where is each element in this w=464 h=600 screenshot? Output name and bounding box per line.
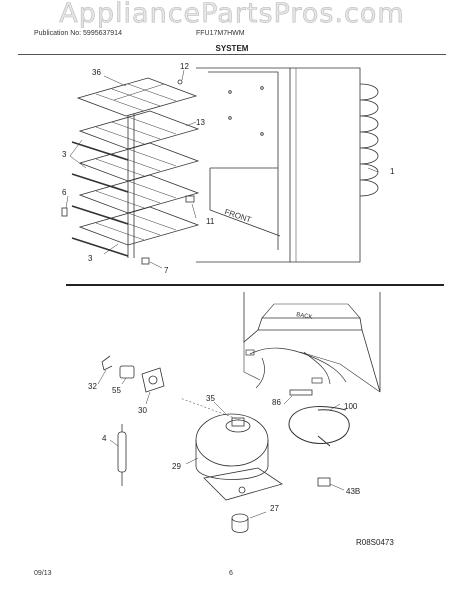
footer-date: 09/13 bbox=[34, 570, 52, 577]
front-label: FRONT bbox=[223, 207, 252, 224]
callout-4: 4 bbox=[102, 434, 107, 443]
back-label: BACK bbox=[296, 312, 313, 321]
compressor bbox=[179, 397, 283, 501]
callout-12: 12 bbox=[180, 62, 189, 71]
callout-3-upper: 3 bbox=[62, 150, 67, 159]
drier-part-4 bbox=[117, 424, 127, 486]
section-title: SYSTEM bbox=[215, 44, 249, 53]
callout-30: 30 bbox=[138, 406, 147, 415]
callout-11: 11 bbox=[206, 217, 215, 226]
leader-lines bbox=[65, 69, 379, 519]
relay-parts bbox=[101, 355, 165, 393]
machine-compartment bbox=[243, 292, 381, 393]
part-86 bbox=[289, 389, 313, 396]
publication-number: Publication No: 5995637914 bbox=[34, 30, 122, 37]
wire-shelves bbox=[76, 77, 200, 258]
callout-36: 36 bbox=[92, 68, 101, 77]
shelf-rails bbox=[71, 141, 129, 257]
cabinet-outline bbox=[196, 67, 361, 263]
callout-13: 13 bbox=[196, 118, 205, 127]
callout-32: 32 bbox=[88, 382, 97, 391]
clip-part-6 bbox=[61, 207, 68, 217]
callout-6: 6 bbox=[62, 188, 67, 197]
drawing-number: R08S0473 bbox=[356, 538, 394, 547]
callout-7: 7 bbox=[164, 266, 169, 275]
part-12 bbox=[177, 79, 183, 85]
callout-3-lower: 3 bbox=[88, 254, 93, 263]
part-11 bbox=[185, 195, 195, 203]
model-number: FFU17M7HWM bbox=[196, 30, 245, 37]
power-cord bbox=[288, 406, 350, 447]
wiring-harness bbox=[245, 347, 347, 389]
callout-55: 55 bbox=[112, 386, 121, 395]
watermark: AppliancePartsPros.com bbox=[59, 0, 405, 29]
callout-100: 100 bbox=[344, 402, 358, 411]
callout-86: 86 bbox=[272, 398, 281, 407]
grommet-part-27 bbox=[231, 513, 249, 533]
page-number: 6 bbox=[229, 570, 233, 577]
callout-29: 29 bbox=[172, 462, 181, 471]
condenser-coil bbox=[359, 83, 379, 197]
callout-35: 35 bbox=[206, 394, 215, 403]
callout-27: 27 bbox=[270, 504, 279, 513]
part-43b bbox=[317, 477, 331, 487]
header-rule bbox=[18, 54, 446, 55]
part-7 bbox=[141, 257, 150, 265]
callout-43b: 43B bbox=[346, 487, 361, 496]
callout-1: 1 bbox=[390, 167, 395, 176]
section-separator bbox=[66, 284, 444, 286]
